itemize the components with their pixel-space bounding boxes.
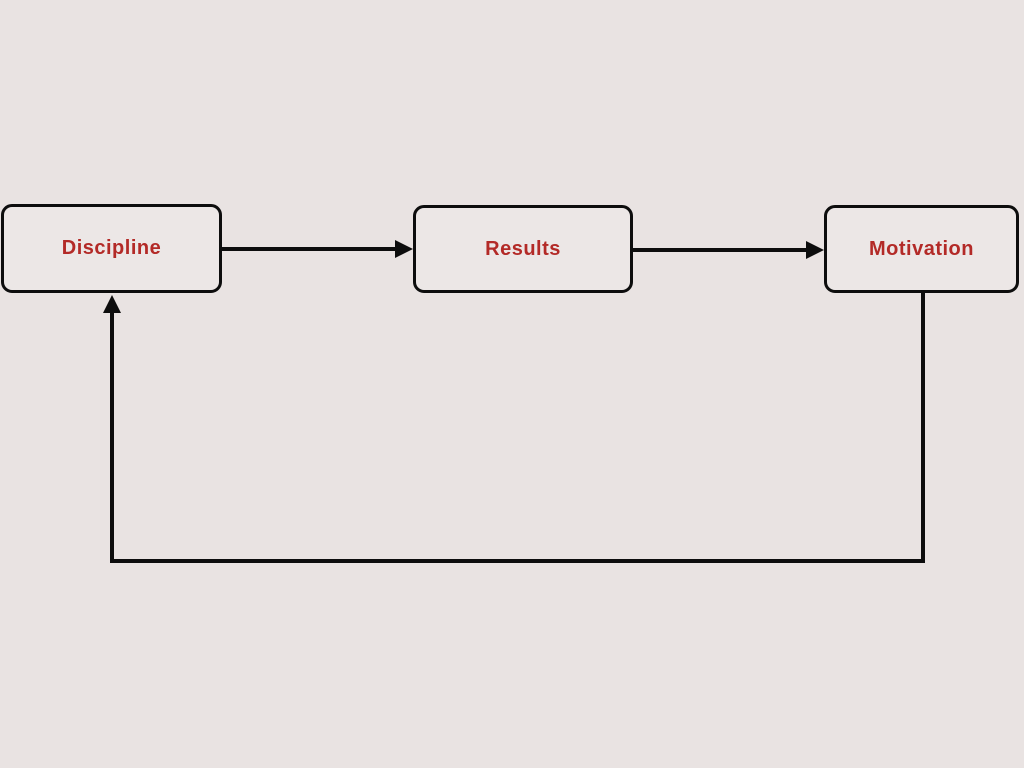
node-motivation[interactable]: Motivation bbox=[824, 205, 1019, 293]
node-results-label: Results bbox=[485, 237, 561, 260]
node-discipline[interactable]: Discipline bbox=[1, 204, 222, 293]
node-results[interactable]: Results bbox=[413, 205, 633, 293]
arrow-results-to-motivation bbox=[633, 241, 824, 259]
node-discipline-label: Discipline bbox=[61, 237, 162, 259]
arrow-motivation-to-discipline-loop bbox=[103, 293, 925, 563]
arrow-discipline-to-results bbox=[222, 240, 413, 258]
node-motivation-label: Motivation bbox=[869, 237, 974, 260]
